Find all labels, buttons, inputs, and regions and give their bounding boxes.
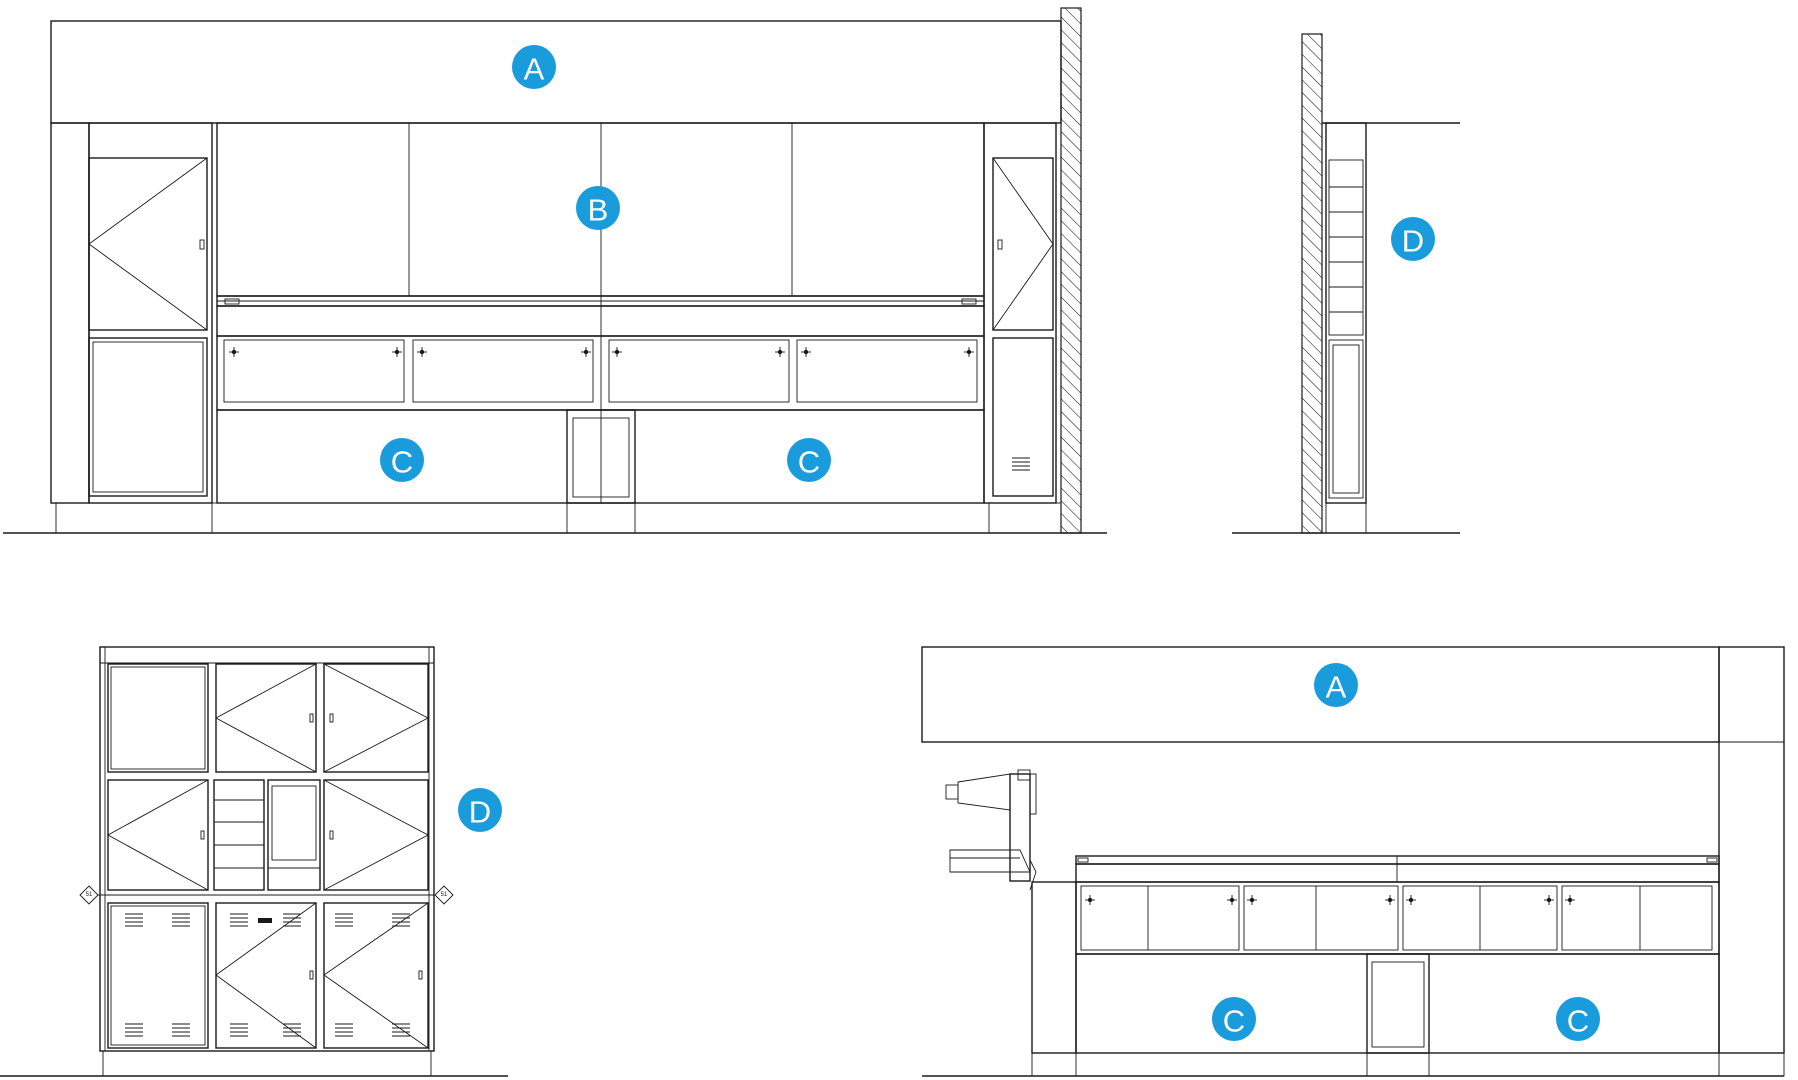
- rear-elevation: 51 51: [0, 646, 508, 1077]
- marker-a-bottom: A: [1314, 663, 1358, 707]
- svg-text:A: A: [524, 52, 545, 87]
- marker-c-bottom-right: C: [1556, 997, 1600, 1041]
- marker-c-right: C: [787, 438, 831, 482]
- svg-text:C: C: [798, 445, 820, 480]
- side-section: [1232, 33, 1460, 534]
- marker-a-top: A: [512, 45, 556, 89]
- long-elevation: [921, 646, 1785, 1077]
- marker-c-bottom-left: C: [1212, 997, 1256, 1041]
- marker-d-rear: D: [458, 788, 502, 832]
- svg-text:51: 51: [86, 892, 93, 898]
- marker-c-left: C: [380, 438, 424, 482]
- svg-text:D: D: [1402, 224, 1424, 259]
- tag-left: 51: [79, 885, 100, 905]
- right-tall-cabinet: [983, 122, 1057, 504]
- wall-hatch: [1060, 7, 1082, 534]
- markers: A B C C D D A C: [380, 45, 1600, 1041]
- svg-text:C: C: [1567, 1004, 1589, 1039]
- marker-b: B: [576, 186, 620, 230]
- cabinet-grid: [99, 646, 435, 1052]
- tag-right: 51: [434, 885, 454, 905]
- upper-band: [50, 20, 1062, 124]
- svg-text:C: C: [391, 445, 413, 480]
- marker-d-side: D: [1391, 217, 1435, 261]
- svg-text:51: 51: [441, 892, 448, 898]
- svg-text:C: C: [1223, 1004, 1245, 1039]
- svg-text:D: D: [469, 795, 491, 830]
- front-elevation: [3, 7, 1107, 534]
- svg-text:B: B: [588, 193, 609, 228]
- wall-hatch-side: [1301, 33, 1323, 534]
- svg-text:A: A: [1326, 670, 1347, 705]
- left-tall-cabinet: [88, 122, 213, 504]
